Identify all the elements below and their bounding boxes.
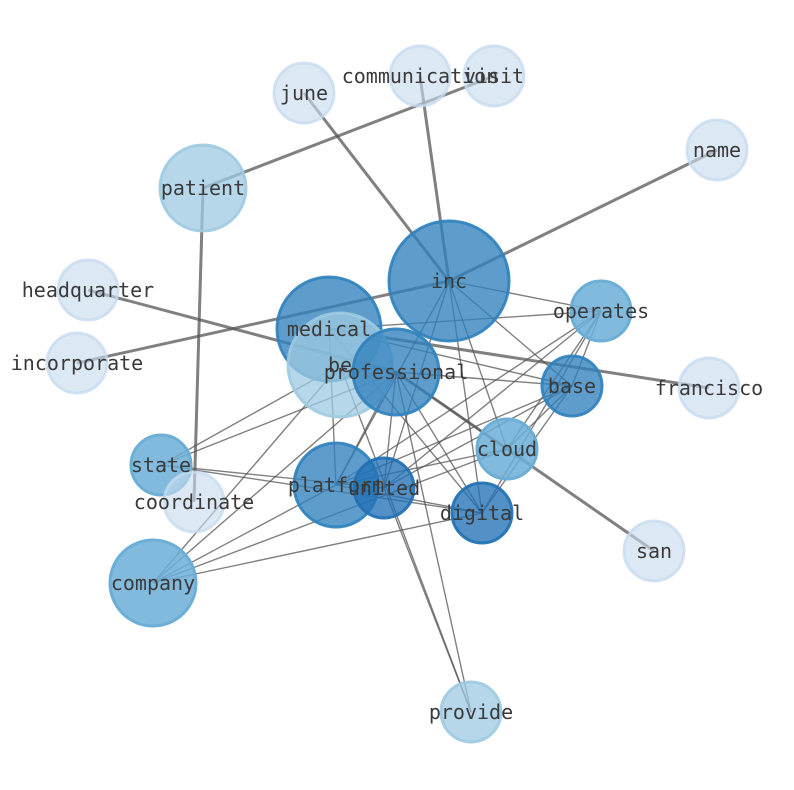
edge-digital-company [152, 512, 483, 584]
node-visit[interactable] [462, 44, 526, 108]
node-digital[interactable] [450, 481, 514, 545]
node-incorporate[interactable] [45, 331, 109, 395]
node-francisco[interactable] [677, 356, 741, 420]
node-label-provide: provide [429, 700, 513, 724]
node-base[interactable] [540, 354, 604, 418]
node-label-medical: medical [287, 317, 371, 341]
node-label-june: june [280, 81, 328, 105]
node-label-visit: visit [464, 64, 524, 88]
node-label-state: state [131, 453, 191, 477]
node-professional[interactable] [351, 327, 441, 417]
node-label-francisco: francisco [655, 376, 763, 400]
node-june[interactable] [272, 61, 336, 125]
node-communication[interactable] [388, 44, 452, 108]
node-label-be: be [328, 353, 352, 377]
node-label-cloud: cloud [477, 437, 537, 461]
node-coordinate[interactable] [162, 470, 226, 534]
node-headquarter[interactable] [56, 258, 120, 322]
node-united[interactable] [352, 456, 416, 520]
node-label-inc: inc [431, 269, 467, 293]
node-company[interactable] [108, 538, 198, 628]
edge-united-provide [383, 487, 472, 713]
node-label-name: name [693, 138, 741, 162]
node-label-communication: communication [342, 64, 499, 88]
node-cloud[interactable] [475, 417, 539, 481]
node-patient[interactable] [158, 143, 248, 233]
node-label-patient: patient [161, 176, 245, 200]
edge-operates-platform [335, 310, 602, 486]
node-name[interactable] [685, 118, 749, 182]
node-label-united: united [348, 476, 420, 500]
edge-incorporate-inc [76, 279, 450, 365]
node-label-digital: digital [440, 501, 524, 525]
node-label-operates: operates [553, 299, 649, 323]
node-label-platform: platform [288, 473, 384, 497]
node-provide[interactable] [439, 680, 503, 744]
node-label-headquarter: headquarter [22, 278, 154, 302]
node-label-base: base [548, 374, 596, 398]
edge-operates-united [383, 310, 602, 489]
node-label-incorporate: incorporate [11, 351, 143, 375]
node-label-san: san [636, 539, 672, 563]
node-label-coordinate: coordinate [134, 490, 254, 514]
node-san[interactable] [622, 519, 686, 583]
edge-patient-coordinate [192, 187, 205, 503]
edge-visit-patient [202, 74, 495, 190]
nodes-layer [45, 44, 749, 744]
node-label-company: company [111, 571, 195, 595]
node-operates[interactable] [569, 279, 633, 343]
node-inc[interactable] [387, 219, 511, 343]
node-label-professional: professional [324, 360, 469, 384]
edge-professional-provide [395, 371, 472, 713]
